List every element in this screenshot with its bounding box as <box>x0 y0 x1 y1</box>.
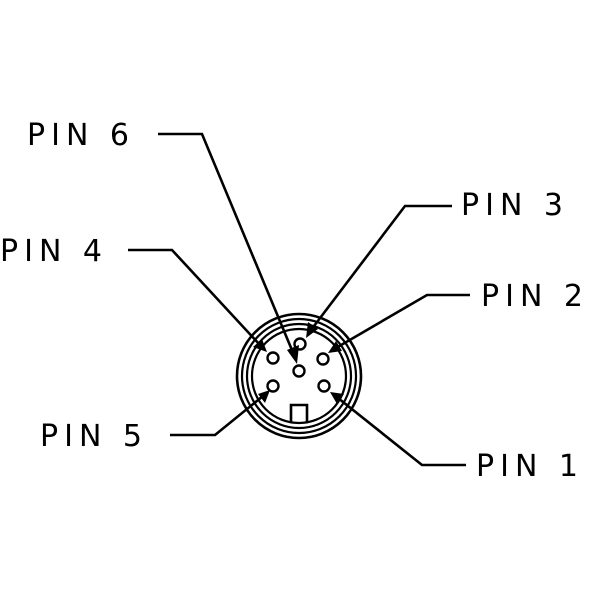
arrowhead-1 <box>330 392 344 404</box>
connector-inner-ring <box>250 327 348 425</box>
connector-outer-ring <box>235 312 363 440</box>
pin-socket-5 <box>266 379 280 393</box>
pin-label-5: PIN 5 <box>40 419 148 454</box>
connector-ring-2 <box>240 317 358 435</box>
connector-face <box>235 312 363 440</box>
pin-socket-6 <box>292 364 306 378</box>
pin-callout-6: PIN 6 <box>27 118 299 364</box>
pin-callout-3: PIN 3 <box>306 188 569 338</box>
connector-ring-3 <box>245 322 353 430</box>
leader-line-3 <box>309 204 452 331</box>
leader-line-5 <box>170 394 264 437</box>
pin-socket-4 <box>266 351 280 365</box>
leader-line-2 <box>335 293 470 350</box>
pin-callout-1: PIN 1 <box>330 392 584 484</box>
pin-label-4: PIN 4 <box>0 234 108 269</box>
leader-line-6 <box>158 132 296 356</box>
pin-callout-5: PIN 5 <box>40 390 270 454</box>
connector-key-slot <box>289 403 309 423</box>
arrowhead-6 <box>287 345 299 364</box>
pin-label-2: PIN 2 <box>481 279 589 314</box>
arrowhead-2 <box>328 341 342 353</box>
pin-label-3: PIN 3 <box>461 188 569 223</box>
pin-socket-2 <box>316 352 330 366</box>
arrowhead-4 <box>253 339 267 352</box>
pin-label-6: PIN 6 <box>27 118 135 153</box>
arrowhead-5 <box>258 390 270 403</box>
arrowhead-3 <box>306 322 318 338</box>
pin-callout-2: PIN 2 <box>328 279 589 353</box>
pin-label-1: PIN 1 <box>476 449 584 484</box>
leader-line-1 <box>337 396 466 467</box>
pin-callout-4: PIN 4 <box>0 234 267 352</box>
pin-socket-1 <box>317 379 331 393</box>
leader-line-4 <box>128 248 261 346</box>
